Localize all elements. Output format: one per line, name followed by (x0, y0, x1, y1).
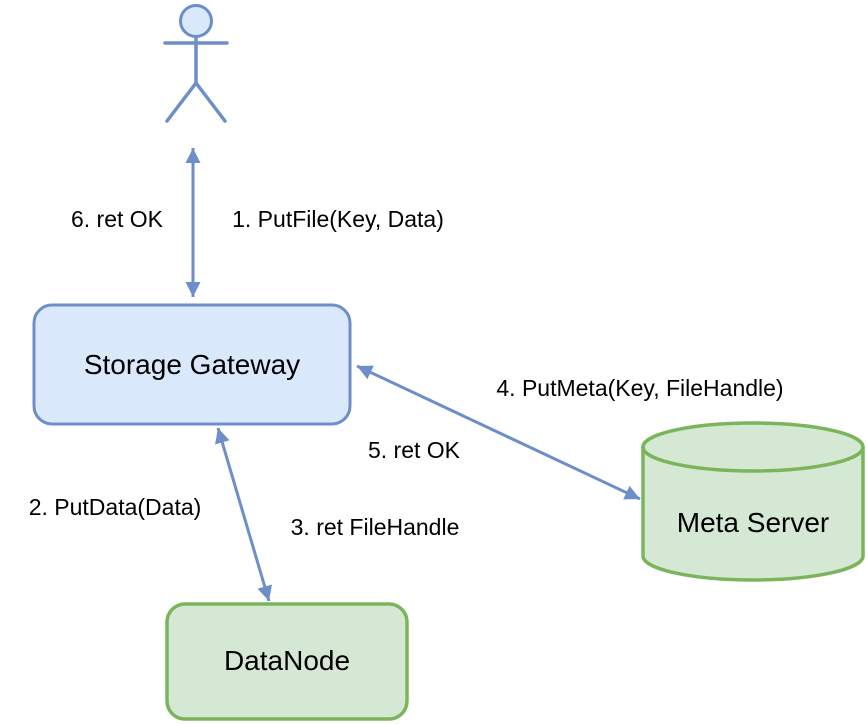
edge-gateway-datanode (215, 427, 272, 602)
edge-gateway-metaserver (356, 364, 641, 501)
node-storage-gateway: Storage Gateway (32, 303, 352, 426)
storage-gateway-label: Storage Gateway (84, 349, 300, 380)
meta-server-label: Meta Server (677, 507, 830, 538)
meta-server-cylinder (641, 421, 865, 582)
edge-label-putfile: 1. PutFile(Key, Data) (232, 206, 444, 232)
data-node-label: DataNode (224, 645, 350, 676)
node-meta-server: Meta Server (641, 421, 865, 582)
data-node-box (165, 602, 409, 721)
actor-leg-right (194, 81, 227, 123)
edge-label-ret-ok-6: 6. ret OK (71, 206, 164, 232)
edge-label-ret-filehandle: 3. ret FileHandle (291, 514, 460, 540)
actor-icon (163, 4, 229, 123)
meta-server-cylinder-lip (641, 446, 865, 473)
storage-gateway-box (32, 303, 352, 426)
node-data-node: DataNode (165, 602, 409, 721)
actor-head (179, 4, 213, 38)
edge-label-putmeta: 4. PutMeta(Key, FileHandle) (496, 375, 783, 401)
actor-leg-left (165, 81, 198, 123)
edge-label-ret-ok-5: 5. ret OK (368, 437, 461, 463)
edge-label-putdata: 2. PutData(Data) (29, 494, 202, 520)
